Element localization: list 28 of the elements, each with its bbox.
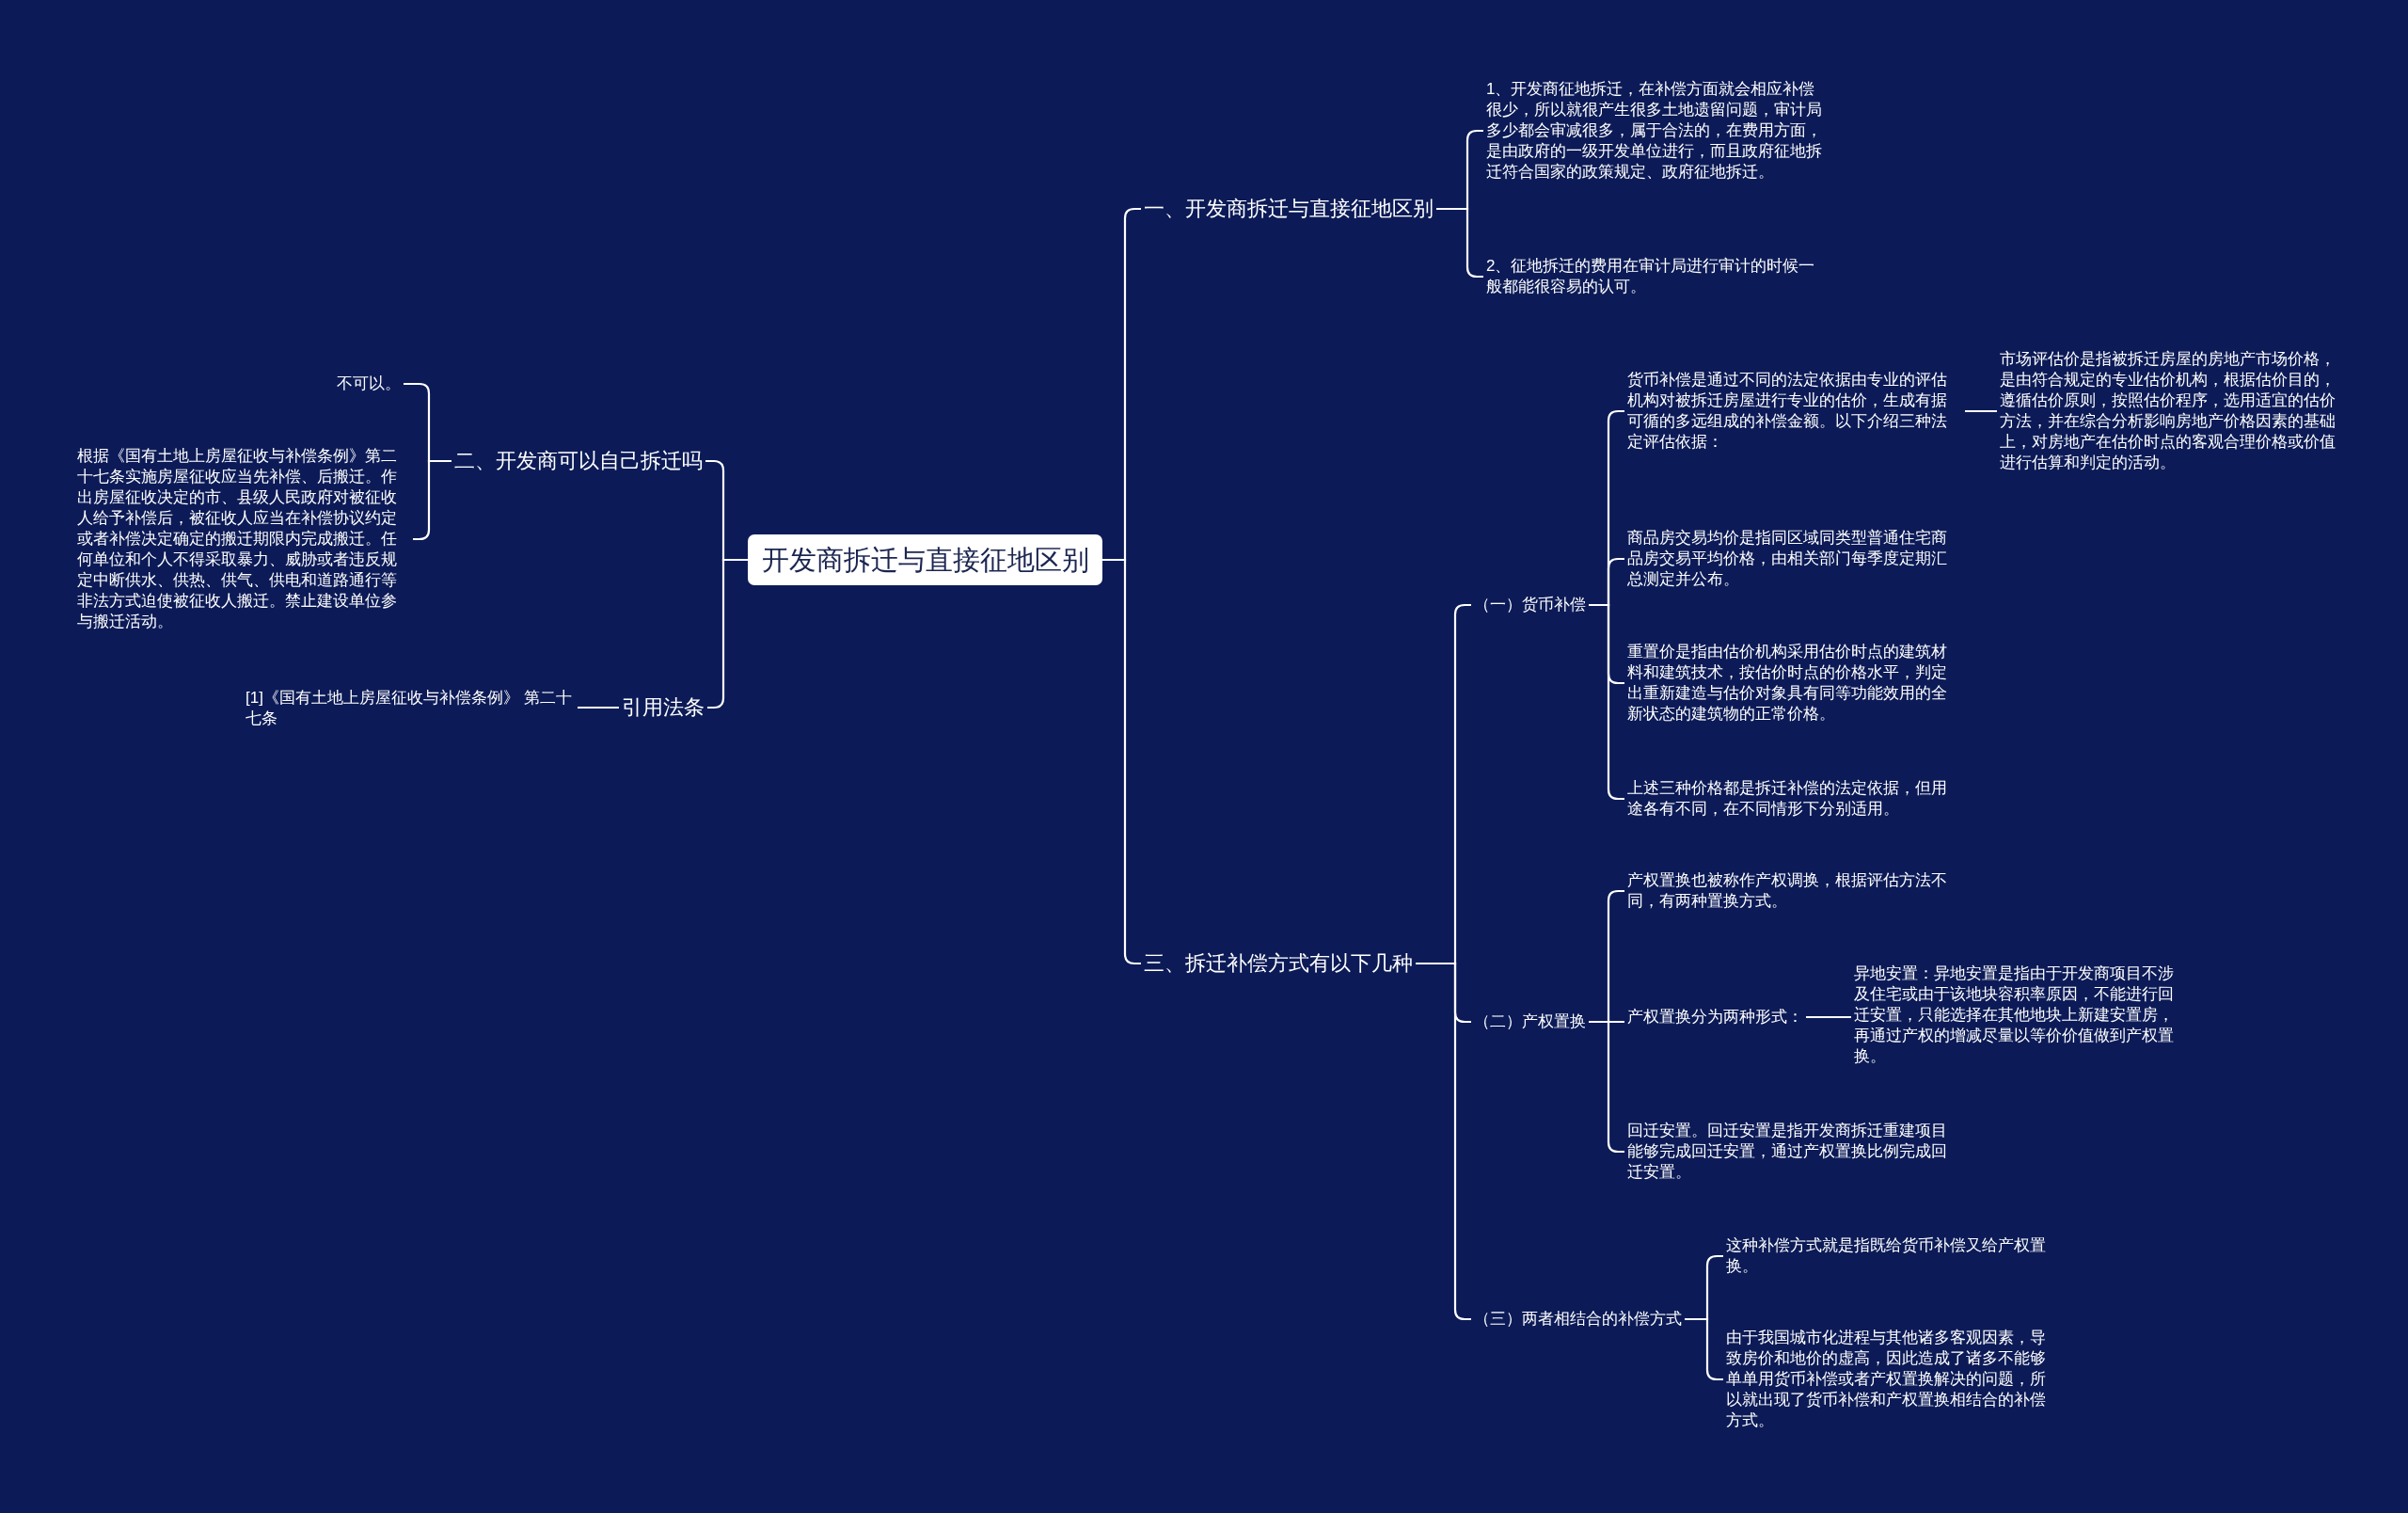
note-text: 商品房交易均价是指同区域同类型普通住宅商品房交易平均价格，由相关部门每季度定期汇总测定并公布。	[1627, 528, 1962, 590]
connector-line	[1965, 409, 1997, 413]
subtopic-label: （一）货币补偿	[1474, 595, 1586, 615]
branch-label: 引用法条	[622, 694, 705, 721]
note-text: 这种补偿方式就是指既给货币补偿又给产权置换。	[1726, 1235, 2061, 1277]
root-topic-box: 开发商拆迁与直接征地区别	[748, 534, 1102, 585]
branch-label: 二、开发商可以自己拆迁吗	[454, 448, 703, 474]
connector-line	[578, 706, 619, 709]
connector-line	[1806, 1015, 1851, 1019]
note-text: 重置价是指由估价机构采用估价时点的建筑材料和建筑技术，按估价时点的价格水平，判定出重新建造与估价对象具有同等功能效用的全新状态的建筑物的正常价格。	[1627, 642, 1962, 725]
note-text: 回迁安置。回迁安置是指开发商拆迁重建项目能够完成回迁安置，通过产权置换比例完成回迁安置。	[1627, 1121, 1962, 1183]
branch-label: 三、拆迁补偿方式有以下几种	[1144, 950, 1413, 977]
note-text: [1]《国有土地上房屋征收与补偿条例》 第二十七条	[246, 688, 575, 729]
note-text: 1、开发商征地拆迁，在补偿方面就会相应补偿很少，所以就很产生很多土地遗留问题，审计局多少都会审减很多，属于合法的，在费用方面，是由政府的一级开发单位进行，而且政府征地拆迁符合国家的政策规定、政府征地拆迁。	[1486, 79, 1827, 183]
note-text: 市场评估价是指被拆迁房屋的房地产市场价格，是由符合规定的专业估价机构，根据估价目的，遵循估价原则，按照估价程序，选用适宜的估价方法，并在综合分析影响房地产价格因素的基础上，对房地产在估价时点的客观合理价格或价值进行估算和判定的活动。	[2000, 349, 2340, 473]
subtopic-label: （二）产权置换	[1474, 1011, 1586, 1032]
note-text: 不可以。	[282, 374, 401, 394]
note-text: 货币补偿是通过不同的法定依据由专业的评估机构对被拆迁房屋进行专业的估价，生成有据可循的多远组成的补偿金额。以下介绍三种法定评估依据：	[1627, 370, 1962, 453]
note-text: 根据《国有土地上房屋征收与补偿条例》第二十七条实施房屋征收应当先补偿、后搬迁。作出房屋征收决定的市、县级人民政府对被征收人给予补偿后，被征收人应当在补偿协议约定或者补偿决定确定的搬迁期限内完成搬迁。任何单位和个人不得采取暴力、威胁或者违反规定中断供水、供热、供气、供电和道路通行等非法方式迫使被征收人搬迁。禁止建设单位参与搬迁活动。	[77, 446, 410, 632]
subtopic-label: 产权置换分为两种形式：	[1627, 1007, 1803, 1027]
branch-label: 一、开发商拆迁与直接征地区别	[1144, 196, 1434, 222]
connector-line	[1102, 558, 1141, 965]
note-text: 2、征地拆迁的费用在审计局进行审计的时候一般都能很容易的认可。	[1486, 256, 1827, 297]
subtopic-label: （三）两者相结合的补偿方式	[1474, 1309, 1682, 1330]
note-text: 异地安置：异地安置是指由于开发商项目不涉及住宅或由于该地块容积率原因，不能进行回迁安置，只能选择在其他地块上新建安置房，再通过产权的增减尽量以等价价值做到产权置换。	[1854, 964, 2189, 1067]
note-text: 上述三种价格都是拆迁补偿的法定依据，但用途各有不同，在不同情形下分别适用。	[1627, 778, 1962, 820]
note-text: 由于我国城市化进程与其他诸多客观因素，导致房价和地价的虚高，因此造成了诸多不能够单单用货币补偿或者产权置换解决的问题，所以就出现了货币补偿和产权置换相结合的补偿方式。	[1726, 1328, 2061, 1431]
note-text: 产权置换也被称作产权调换，根据评估方法不同，有两种置换方式。	[1627, 870, 1962, 912]
